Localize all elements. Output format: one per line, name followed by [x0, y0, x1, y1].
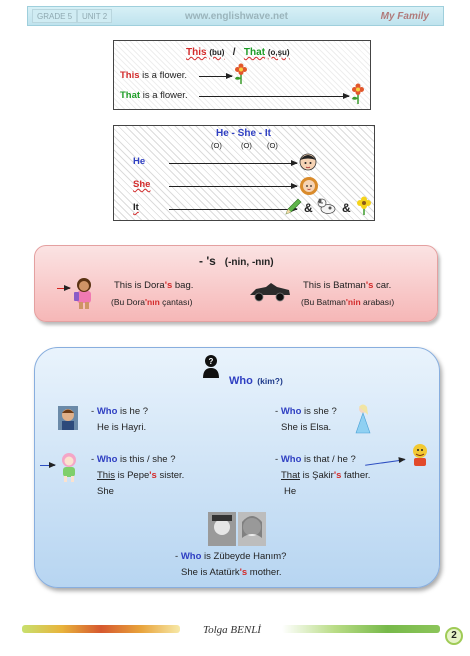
dora-translation: (Bu Dora'nın çantası) [111, 297, 193, 307]
q5-answer: She is Atatürk's mother. [181, 567, 282, 578]
pepe-pointer-arrow [40, 462, 56, 468]
q3-alt: She [97, 486, 114, 497]
yellow-flower-icon [357, 196, 371, 215]
who-box: ? Who (kim?) - Who is he ? He is Hayri. … [34, 347, 440, 588]
pronoun-sub-3: (O) [267, 141, 278, 150]
it-arrow [169, 206, 298, 212]
this-that-heading: This (bu) / That (o,şu) [186, 47, 290, 58]
q5-question: - Who is Zübeyde Hanım? [175, 551, 287, 562]
she-label: She [133, 179, 151, 190]
page-number: 2 [445, 627, 463, 645]
pronouns-box: He - She - It (O) (O) (O) He She It & & [113, 125, 375, 221]
flower-icon [352, 83, 364, 104]
possessive-heading: - 's (-nin, -nın) [199, 254, 274, 268]
he-arrow [169, 160, 298, 166]
girl-icon [300, 177, 318, 195]
he-label: He [133, 156, 146, 167]
author-name: Tolga BENLİ [203, 624, 261, 636]
q3-question: - Who is this / she ? [91, 454, 176, 465]
that-sentence: That is a flower. [120, 90, 188, 101]
who-heading: Who (kim?) [229, 375, 283, 387]
she-arrow [169, 183, 298, 189]
footer-decor-right [282, 625, 440, 633]
dora-pointer-arrow [57, 285, 71, 291]
pronoun-sub-1: (O) [211, 141, 222, 150]
possessive-box: - 's (-nin, -nın) This is Dora's bag. (B… [34, 245, 438, 322]
pencil-icon [285, 198, 302, 215]
footer-decor-left [22, 625, 180, 633]
batman-sentence: This is Batman's car. [303, 280, 392, 291]
batmobile-icon [250, 283, 290, 302]
q1-question: - Who is he ? [91, 406, 149, 417]
elsa-icon [355, 404, 371, 434]
sakir-pointer-arrow [365, 459, 405, 466]
dora-sentence: This is Dora's bag. [114, 280, 194, 291]
ataturk-zubeyde-photo [208, 512, 266, 546]
flower-icon [235, 63, 247, 84]
q2-question: - Who is she ? [275, 406, 337, 417]
sakir-father-icon [413, 444, 427, 466]
hayri-icon [58, 406, 78, 430]
pronoun-sub-2: (O) [241, 141, 252, 150]
pepe-sister-icon [62, 453, 76, 482]
q2-answer: She is Elsa. [281, 422, 332, 433]
q4-question: - Who is that / he ? [275, 454, 356, 465]
q1-answer: He is Hayri. [97, 422, 147, 433]
dora-icon [74, 278, 91, 309]
arrow-near [199, 73, 233, 79]
amp-2: & [342, 201, 351, 215]
q3-answer: This is Pepe's sister. [97, 470, 185, 481]
this-sentence: This is a flower. [120, 70, 188, 81]
boy-icon [299, 153, 317, 171]
site-url[interactable]: www.englishwave.net [185, 11, 288, 22]
batman-translation: (Bu Batman'nin arabası) [301, 297, 395, 307]
q4-answer: That is Şakir's father. [281, 470, 371, 481]
pronouns-heading: He - She - It [216, 128, 272, 139]
svg-text:?: ? [209, 357, 214, 366]
unit-tag: UNIT 2 [77, 9, 113, 23]
page-header: GRADE 5 UNIT 2 www.englishwave.net My Fa… [27, 6, 444, 26]
amp-1: & [304, 201, 313, 215]
grade-tag: GRADE 5 [32, 9, 78, 23]
mystery-person-icon: ? [203, 355, 219, 378]
arrow-far [199, 93, 350, 99]
page-title: My Family [380, 11, 429, 22]
q4-alt: He [284, 486, 297, 497]
this-that-box: This (bu) / That (o,şu) This is a flower… [113, 40, 371, 110]
it-label: It [133, 202, 139, 213]
dog-icon [317, 198, 336, 214]
